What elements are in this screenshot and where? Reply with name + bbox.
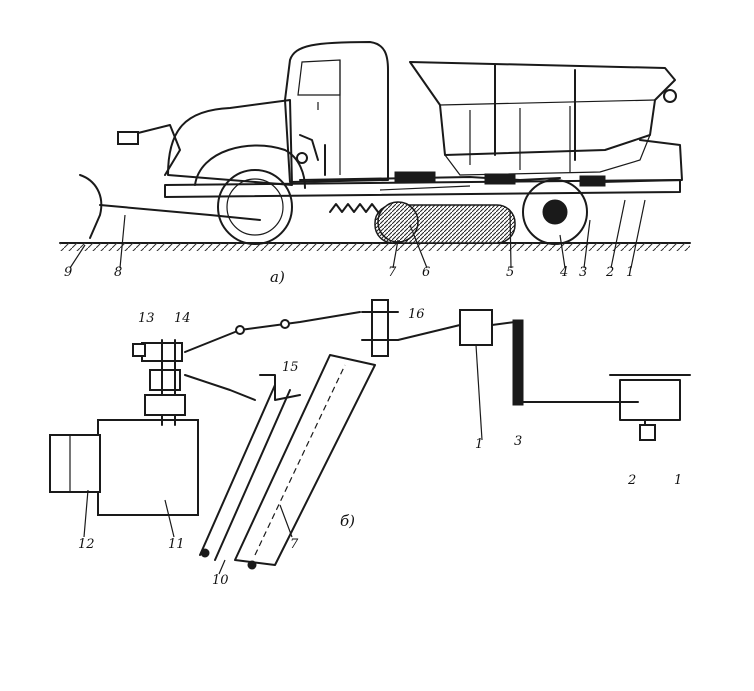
drive-shaft-b xyxy=(379,185,471,191)
label-b-10: 10 xyxy=(212,573,229,588)
cab-side-window xyxy=(297,59,341,96)
part-13 xyxy=(132,343,146,357)
joint-3 xyxy=(579,175,606,187)
front-wheel xyxy=(217,169,293,245)
label-b-15: 15 xyxy=(282,360,299,375)
hopper-rim-line xyxy=(439,99,656,106)
steering-column xyxy=(299,134,319,161)
label-a-6: 6 xyxy=(422,265,430,280)
rear-wheel xyxy=(522,179,588,245)
ujoint-a xyxy=(235,325,245,335)
engine-block-11 xyxy=(97,419,199,516)
label-b-16: 16 xyxy=(408,307,425,322)
hopper-bottom xyxy=(444,134,651,176)
plow-lift-arm xyxy=(129,124,181,176)
reducer-16-shafts xyxy=(361,311,399,341)
rear-wheel-hub xyxy=(542,199,568,225)
caption-view-a: а) xyxy=(270,268,285,286)
label-a-5: 5 xyxy=(506,265,514,280)
suspension-spring xyxy=(329,203,379,213)
brush-body-7 xyxy=(234,354,376,566)
label-b-11: 11 xyxy=(168,537,185,552)
plow-blade xyxy=(79,174,103,239)
front-wheel-rim xyxy=(226,178,284,236)
brush-axis xyxy=(254,364,346,556)
labels-view-b: 13 14 16 15 1 3 2 1 12 11 10 7 б) xyxy=(78,307,682,588)
hood xyxy=(167,99,293,186)
label-a-4: 4 xyxy=(559,265,568,280)
gearbox-6 xyxy=(394,171,436,183)
brush-arm-10 xyxy=(199,384,291,561)
label-b-1-box4: 1 xyxy=(475,437,483,452)
reducer-16 xyxy=(371,299,389,357)
pivot-7 xyxy=(247,560,257,570)
label-a-1: 1 xyxy=(626,265,634,280)
label-b-3: 3 xyxy=(514,434,522,449)
front-fender xyxy=(194,144,306,189)
pivot-10 xyxy=(200,548,210,558)
hopper-body xyxy=(409,61,676,156)
unit-2 xyxy=(639,424,656,441)
label-b-14: 14 xyxy=(174,311,191,326)
hopper-struts xyxy=(494,64,576,161)
box-4-leader xyxy=(475,344,483,441)
hopper-hinge xyxy=(663,89,677,103)
hopper-ribs xyxy=(469,106,571,172)
chain-drive-3 xyxy=(512,319,524,406)
joint-5 xyxy=(484,173,516,185)
label-a-8: 8 xyxy=(114,265,122,280)
ujoint-b xyxy=(280,319,290,329)
ground-hatching xyxy=(60,243,690,251)
caption-view-b: б) xyxy=(340,512,355,530)
truck-side-view xyxy=(59,41,691,251)
shaft-to-16 xyxy=(184,311,361,353)
plow-lift-cylinder xyxy=(117,131,139,145)
label-a-9: 9 xyxy=(64,265,72,280)
shaft-16-to-4 xyxy=(397,324,461,341)
label-b-12: 12 xyxy=(78,537,95,552)
control-knob xyxy=(296,152,308,164)
rear-spreader-housing xyxy=(599,139,683,183)
label-b-13: 13 xyxy=(138,311,155,326)
label-a-2: 2 xyxy=(605,265,614,280)
gear-14-low xyxy=(144,394,186,416)
drive-scheme-view xyxy=(49,299,691,570)
bevel-15 xyxy=(259,374,301,401)
cab xyxy=(284,41,389,183)
label-a-3: 3 xyxy=(579,265,587,280)
box-4 xyxy=(459,309,493,346)
label-a-7: 7 xyxy=(388,265,397,280)
label-b-1: 1 xyxy=(674,473,682,488)
label-b-2: 2 xyxy=(627,473,636,488)
motor-12 xyxy=(49,434,101,493)
shaft-4-to-3 xyxy=(491,321,516,326)
brush-end xyxy=(377,201,419,243)
shaft-to-15 xyxy=(184,374,256,401)
label-b-7: 7 xyxy=(290,537,299,552)
gear-14-mid xyxy=(149,369,181,391)
plow-push-frame xyxy=(99,204,261,221)
labels-view-a: 9 8 7 6 5 4 3 2 1 а) xyxy=(64,199,646,286)
